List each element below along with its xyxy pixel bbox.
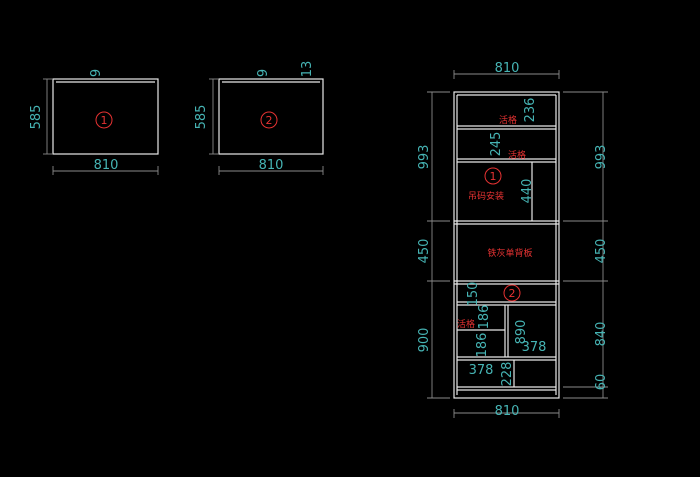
right-dim-middle: 450: [594, 239, 609, 264]
label-shelf-2: 活格: [508, 149, 526, 161]
cabinet-outline: [453, 91, 560, 399]
panel-two-height-label: 585: [194, 105, 209, 130]
panel-two-outline: [218, 78, 324, 155]
panel-one-marker-circle: [95, 111, 113, 129]
inner-dim-186-a: 186: [477, 305, 492, 330]
panel-two-marker-circle: [260, 111, 278, 129]
inner-dim-378-a: 378: [522, 340, 547, 355]
left-dim-middle: 450: [417, 239, 432, 264]
inner-dim-378-b: 378: [469, 363, 494, 378]
cabinet-bottom-width-label: 810: [495, 404, 520, 419]
panel-one-height-label: 585: [29, 105, 44, 130]
label-back-panel: 铁灰单背板: [487, 247, 532, 259]
inner-dim-236: 236: [523, 98, 538, 123]
cabinet-elevation: 810 810 993 450 900 993 450 840 60 236 2…: [417, 61, 609, 419]
cabinet-marker-one: 1: [490, 170, 497, 183]
inner-dim-150: 150: [466, 282, 481, 307]
panel-one: 585 810 9 1: [29, 69, 159, 175]
cabinet-marker-two: 2: [509, 287, 516, 300]
panel-one-marker: 1: [101, 114, 108, 127]
label-shelf-1: 活格: [499, 114, 517, 126]
right-dim-plinth: 60: [594, 374, 609, 391]
panel-two-top-label-a: 9: [256, 69, 271, 77]
cabinet-top-width-label: 810: [495, 61, 520, 76]
label-shelf-3: 活格: [457, 318, 475, 330]
right-dim-lower: 840: [594, 322, 609, 347]
cabinet-marker-one-circle: [484, 167, 502, 185]
panel-two-top-label-b: 13: [300, 61, 315, 78]
panel-one-top-label: 9: [89, 69, 104, 77]
panel-two-marker: 2: [266, 114, 273, 127]
cabinet-marker-two-circle: [503, 284, 521, 302]
inner-dim-890: 890: [514, 320, 529, 345]
panel-one-width-label: 810: [94, 158, 119, 173]
inner-dim-186-b: 186: [475, 333, 490, 358]
panel-two-width-label: 810: [259, 158, 284, 173]
left-dim-lower: 900: [417, 328, 432, 353]
right-dim-upper: 993: [594, 145, 609, 170]
inner-dim-245: 245: [489, 132, 504, 157]
inner-dim-440: 440: [520, 179, 535, 204]
panel-one-outline: [52, 78, 159, 155]
label-hanging-install: 吊码安装: [468, 190, 504, 202]
inner-dim-228: 228: [500, 362, 515, 387]
left-dim-upper: 993: [417, 145, 432, 170]
panel-two: 585 810 9 13 2: [194, 61, 324, 175]
